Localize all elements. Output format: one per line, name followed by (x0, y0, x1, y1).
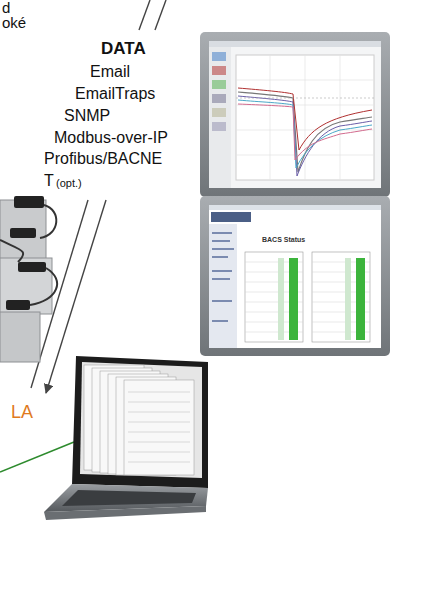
protocol-label: Modbus-over-IP (54, 129, 168, 147)
protocol-label: SNMP (64, 107, 110, 125)
network-line (0, 442, 74, 472)
protocol-label: Email (90, 63, 130, 81)
section-heading: DATA (101, 40, 146, 59)
network-label: LA (11, 403, 33, 423)
protocol-label: T (44, 172, 54, 190)
leader-line (139, 0, 150, 30)
screen-title: BACS Status (262, 236, 305, 244)
battery-bank (0, 196, 57, 362)
option-note: (opt.) (56, 177, 82, 189)
laptop (44, 356, 208, 520)
protocol-label: Profibus/BACNE (44, 150, 162, 168)
protocol-label: EmailTraps (75, 85, 155, 103)
status-monitor (200, 196, 390, 356)
leader-line (155, 0, 166, 30)
partial-text: oké (2, 15, 26, 32)
chart-monitor (200, 32, 390, 197)
